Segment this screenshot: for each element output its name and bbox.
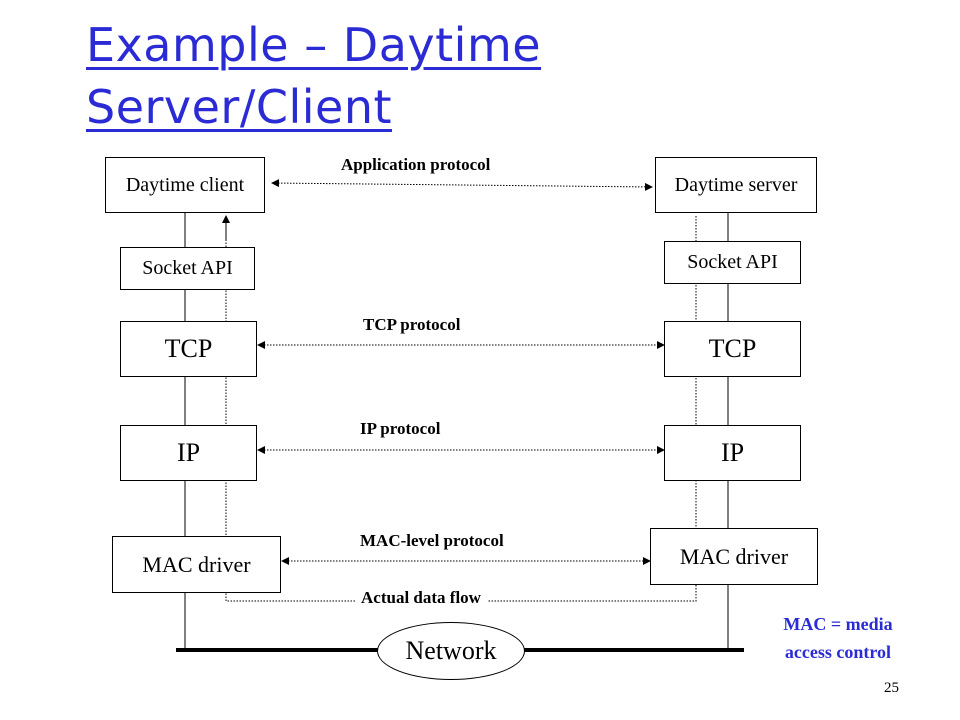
client-socket-api-label: Socket API [142,257,233,279]
application-protocol-arrow [271,179,653,191]
client-tcp-label: TCP [164,334,213,363]
application-protocol-label: Application protocol [341,155,491,174]
mac-note-line-1: MAC = media [783,614,893,634]
daytime-client-box: Daytime client [105,157,265,213]
title-line-1: Example – Daytime [86,18,542,72]
client-mac-driver-label: MAC driver [142,551,251,577]
daytime-server-box: Daytime server [655,157,817,213]
actual-data-flow-path [225,216,697,602]
client-mac-driver-box: MAC driver [112,536,281,593]
client-ip-label: IP [176,438,201,467]
client-tcp-box: TCP [120,321,257,377]
server-mac-driver-label: MAC driver [679,543,789,569]
actual-data-flow-label: Actual data flow [355,588,487,608]
server-tcp-box: TCP [664,321,801,377]
client-socket-api-box: Socket API [120,247,255,290]
ip-protocol-label: IP protocol [360,419,441,438]
mac-definition-note: MAC = media access control [758,610,918,666]
daytime-server-label: Daytime server [674,173,798,196]
server-mac-driver-box: MAC driver [650,528,818,585]
mac-protocol-label: MAC-level protocol [360,531,504,550]
daytime-client-label: Daytime client [125,173,245,196]
server-socket-api-label: Socket API [687,251,778,273]
server-ip-label: IP [720,438,745,467]
server-socket-api-box: Socket API [664,241,801,284]
mac-note-line-2: access control [784,642,892,662]
client-ip-box: IP [120,425,257,481]
tcp-protocol-label: TCP protocol [363,315,461,334]
title-line-2: Server/Client [86,80,393,134]
server-tcp-label: TCP [708,334,757,363]
slide-title: Example – Daytime Server/Client [86,14,541,138]
network-label: Network [405,636,497,665]
page-number: 25 [884,680,899,696]
network-ellipse: Network [377,622,525,680]
server-ip-box: IP [664,425,801,481]
